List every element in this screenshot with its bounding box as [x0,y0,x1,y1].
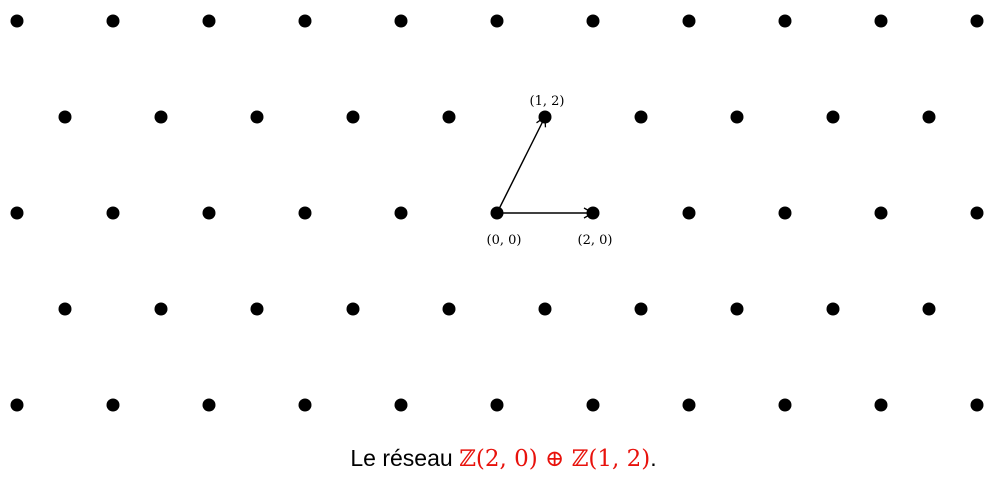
lattice-points [10,14,984,412]
lattice-point [730,110,744,124]
lattice-point [874,206,888,220]
lattice-point [778,14,792,28]
caption-formula: ℤ(2, 0) ⊕ ℤ(1, 2) [459,446,651,472]
lattice-point [250,302,264,316]
lattice-point [10,14,24,28]
lattice-point [730,302,744,316]
lattice-point [586,398,600,412]
lattice-point [298,14,312,28]
lattice-point [490,398,504,412]
lattice-point [10,398,24,412]
basis-vector-arrow-1 [496,115,547,214]
lattice-point [538,302,552,316]
lattice-point [250,110,264,124]
lattice-point [682,14,696,28]
point-label-2-0: (2, 0) [578,233,613,248]
lattice-point [922,110,936,124]
lattice-point [298,398,312,412]
lattice-point [442,110,456,124]
lattice-point [634,110,648,124]
lattice-point [394,206,408,220]
lattice-point [154,302,168,316]
lattice-point [682,398,696,412]
lattice-point [826,302,840,316]
lattice-point [154,110,168,124]
figure-caption: Le réseau ℤ(2, 0) ⊕ ℤ(1, 2). [0,442,1007,475]
lattice-point [442,302,456,316]
lattice-point [58,110,72,124]
lattice-point [682,206,696,220]
lattice-point [202,206,216,220]
lattice-point [874,398,888,412]
lattice-point [778,206,792,220]
point-labels: (1, 2) (0, 0) (2, 0) [487,94,613,248]
lattice-point [10,206,24,220]
lattice-point [970,206,984,220]
lattice-point [970,14,984,28]
basis-vectors [496,115,595,219]
lattice-point [106,206,120,220]
caption-prefix: Le réseau [350,445,460,471]
lattice-point [346,302,360,316]
lattice-point [394,14,408,28]
lattice-point [970,398,984,412]
lattice-point [58,302,72,316]
lattice-point [106,14,120,28]
lattice-point [202,398,216,412]
point-label-1-2: (1, 2) [530,94,565,109]
lattice-point [778,398,792,412]
lattice-point [826,110,840,124]
lattice-point [106,398,120,412]
lattice-point [922,302,936,316]
point-label-0-0: (0, 0) [487,233,522,248]
lattice-point [634,302,648,316]
caption-suffix: . [650,445,657,471]
lattice-point [298,206,312,220]
lattice-point [586,14,600,28]
lattice-point [202,14,216,28]
lattice-point [490,14,504,28]
lattice-point [346,110,360,124]
lattice-point [394,398,408,412]
lattice-point [874,14,888,28]
